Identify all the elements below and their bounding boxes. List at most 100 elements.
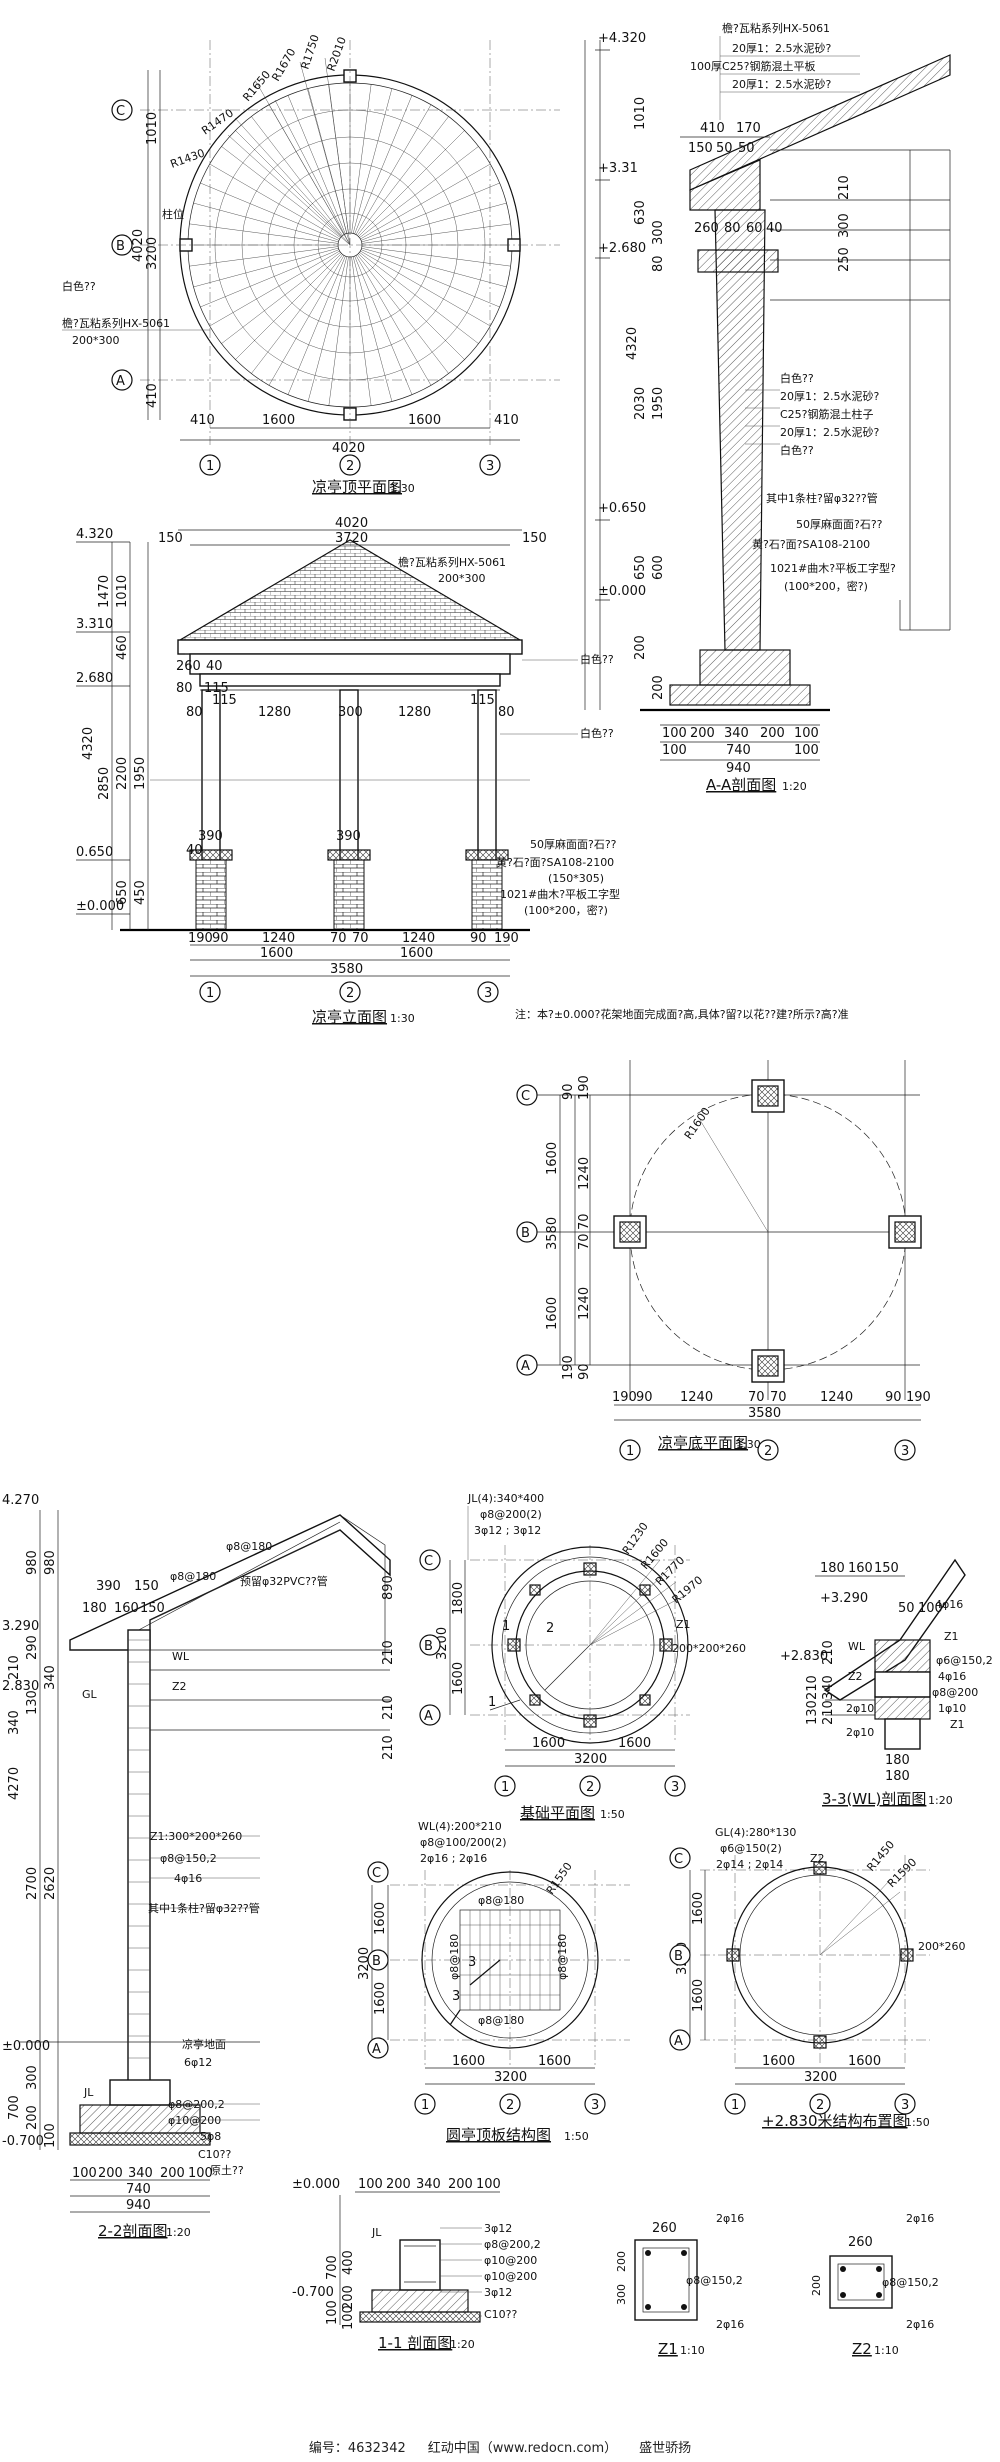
dim-label: 80 — [651, 255, 666, 272]
radius-label: R1590 — [885, 1856, 919, 1890]
note-text: (150*305) — [548, 872, 604, 885]
dim-label: 740 — [726, 743, 751, 758]
grid-label: B — [116, 239, 125, 254]
dim-label: 940 — [126, 2198, 151, 2213]
rafter-line — [360, 250, 491, 327]
dim-label: 410 — [190, 413, 215, 428]
dim-label: 1470 — [97, 575, 112, 608]
dim-label: 340 — [821, 1675, 836, 1700]
rebar-label: φ8@180 — [226, 1540, 272, 1553]
rebar-label: WL — [172, 1650, 190, 1663]
dim-label: 3200 — [574, 1752, 607, 1767]
level-label: 2.680 — [76, 671, 113, 686]
dim-label: 80 — [724, 221, 741, 236]
dim-label: 4320 — [81, 727, 96, 760]
dim-label: 70 — [352, 931, 369, 946]
rebar-label: φ8@150,2 — [160, 1852, 217, 1865]
rebar-label: 2φ10 — [846, 1702, 874, 1715]
dim-label: 190 — [906, 1390, 931, 1405]
dim-label: 70 — [770, 1390, 787, 1405]
rafter-line — [355, 104, 432, 235]
grid-label: 3 — [591, 2098, 599, 2113]
grid-label: 1 — [626, 1444, 634, 1459]
drawing-title: Z1 — [658, 2340, 678, 2358]
dim-label: 3720 — [335, 531, 368, 546]
level-label: 0.650 — [76, 845, 113, 860]
rebar-label: φ10@200 — [168, 2114, 221, 2127]
drawing-scale: 1:50 — [600, 1808, 625, 1821]
rafter-line — [307, 256, 348, 402]
section-11: ±0.000 -0.700 100 200 340 200 100 700 40… — [292, 2177, 541, 2352]
dim-label: 200 — [160, 2166, 185, 2181]
rebar-label: GL — [82, 1688, 98, 1701]
section-22: 4.270 3.290 2.830 ±0.000 -0.700 980 890 … — [2, 1493, 396, 2240]
level-label: -0.700 — [292, 2285, 334, 2300]
rafter-line — [189, 246, 339, 267]
drawing-title: 凉亭底平面图 — [658, 1434, 748, 1452]
level-label: +2.830 — [780, 1649, 828, 1664]
rafter-line — [361, 246, 511, 267]
note-text: 1021#曲木?平板工字型? — [770, 561, 896, 575]
rafter-line — [358, 130, 465, 237]
drawing-title: 凉亭顶平面图 — [312, 478, 402, 496]
dim-label: 1240 — [402, 931, 435, 946]
dim-label: 260 — [694, 221, 719, 236]
base-plan: R1600 1600 3580 1240 70 70 1240 1600 90 … — [516, 1060, 931, 1461]
rafter-line — [361, 182, 500, 241]
rebar-label: 2φ10 — [846, 1726, 874, 1739]
note-text: 20厚1：2.5水泥砂? — [780, 390, 879, 403]
dim-label: 260 — [176, 659, 201, 674]
rafter-line — [358, 253, 465, 360]
dim-label: 4270 — [7, 1767, 22, 1800]
drawing-title: 1-1 剖面图 — [378, 2334, 452, 2352]
grid-label: 3 — [484, 986, 492, 1001]
drawing-scale: 1:30 — [390, 1012, 415, 1025]
dim-label: 1600 — [545, 1142, 560, 1175]
section-33: 180 160 150 50 100 +3.290 +2.830 210 340… — [780, 1558, 993, 1808]
rebar-label: φ8@180 — [556, 1934, 569, 1980]
mark-label: 3 — [468, 1955, 476, 1970]
dim-label: 1240 — [262, 931, 295, 946]
dim-label: 1950 — [651, 387, 666, 420]
foundation-plan: JL(4):340*400 φ8@200(2) 3φ12 ; 3φ12 R123… — [419, 1492, 746, 1822]
dim-label: 80 — [498, 705, 515, 720]
rafter-line — [200, 249, 339, 308]
rafter-line — [354, 95, 413, 234]
level-label: +4.320 — [598, 31, 646, 46]
drawing-scale: 1:30 — [390, 482, 415, 495]
radius-label: R1430 — [169, 146, 207, 170]
rafter-line — [357, 254, 449, 374]
radius-label: R1670 — [269, 46, 298, 83]
dim-label: 115 — [470, 693, 495, 708]
rebar-label: 4φ16 — [174, 1872, 202, 1885]
rafter-line — [221, 252, 341, 344]
grid-label: 3 — [486, 459, 494, 474]
dim-label: 600 — [651, 555, 666, 580]
dim-label: 210 — [821, 1700, 836, 1725]
rebar-label: φ6@150(2) — [720, 1842, 782, 1855]
dim-label: 70 — [330, 931, 347, 946]
grid-label: A — [372, 2042, 381, 2057]
dim-label: 2200 — [115, 757, 130, 790]
dim-label: 3200 — [357, 1947, 372, 1980]
note-text: 20厚1：2.5水泥砂? — [732, 78, 831, 91]
rafter-line — [359, 146, 479, 238]
dim-label: 200 — [448, 2177, 473, 2192]
grid-label: 2 — [346, 459, 354, 474]
dim-label: 70 — [577, 1213, 592, 1230]
dim-label: 340 — [416, 2177, 441, 2192]
dim-label: 70 — [577, 1233, 592, 1250]
dim-label: 150 — [158, 531, 183, 546]
dim-label: 200 — [25, 2105, 40, 2130]
dim-label: 2850 — [97, 767, 112, 800]
dim-label: 300 — [338, 705, 363, 720]
dim-label: 100 — [662, 743, 687, 758]
rebar-label: 2φ16 — [906, 2318, 934, 2331]
dim-label: 100 — [72, 2166, 97, 2181]
dim-label: 1010 — [633, 97, 648, 130]
dim-label: 260 — [848, 2235, 873, 2250]
dim-label: 100 — [662, 726, 687, 741]
dim-label: 170 — [736, 121, 761, 136]
grid-label: C — [116, 104, 125, 119]
